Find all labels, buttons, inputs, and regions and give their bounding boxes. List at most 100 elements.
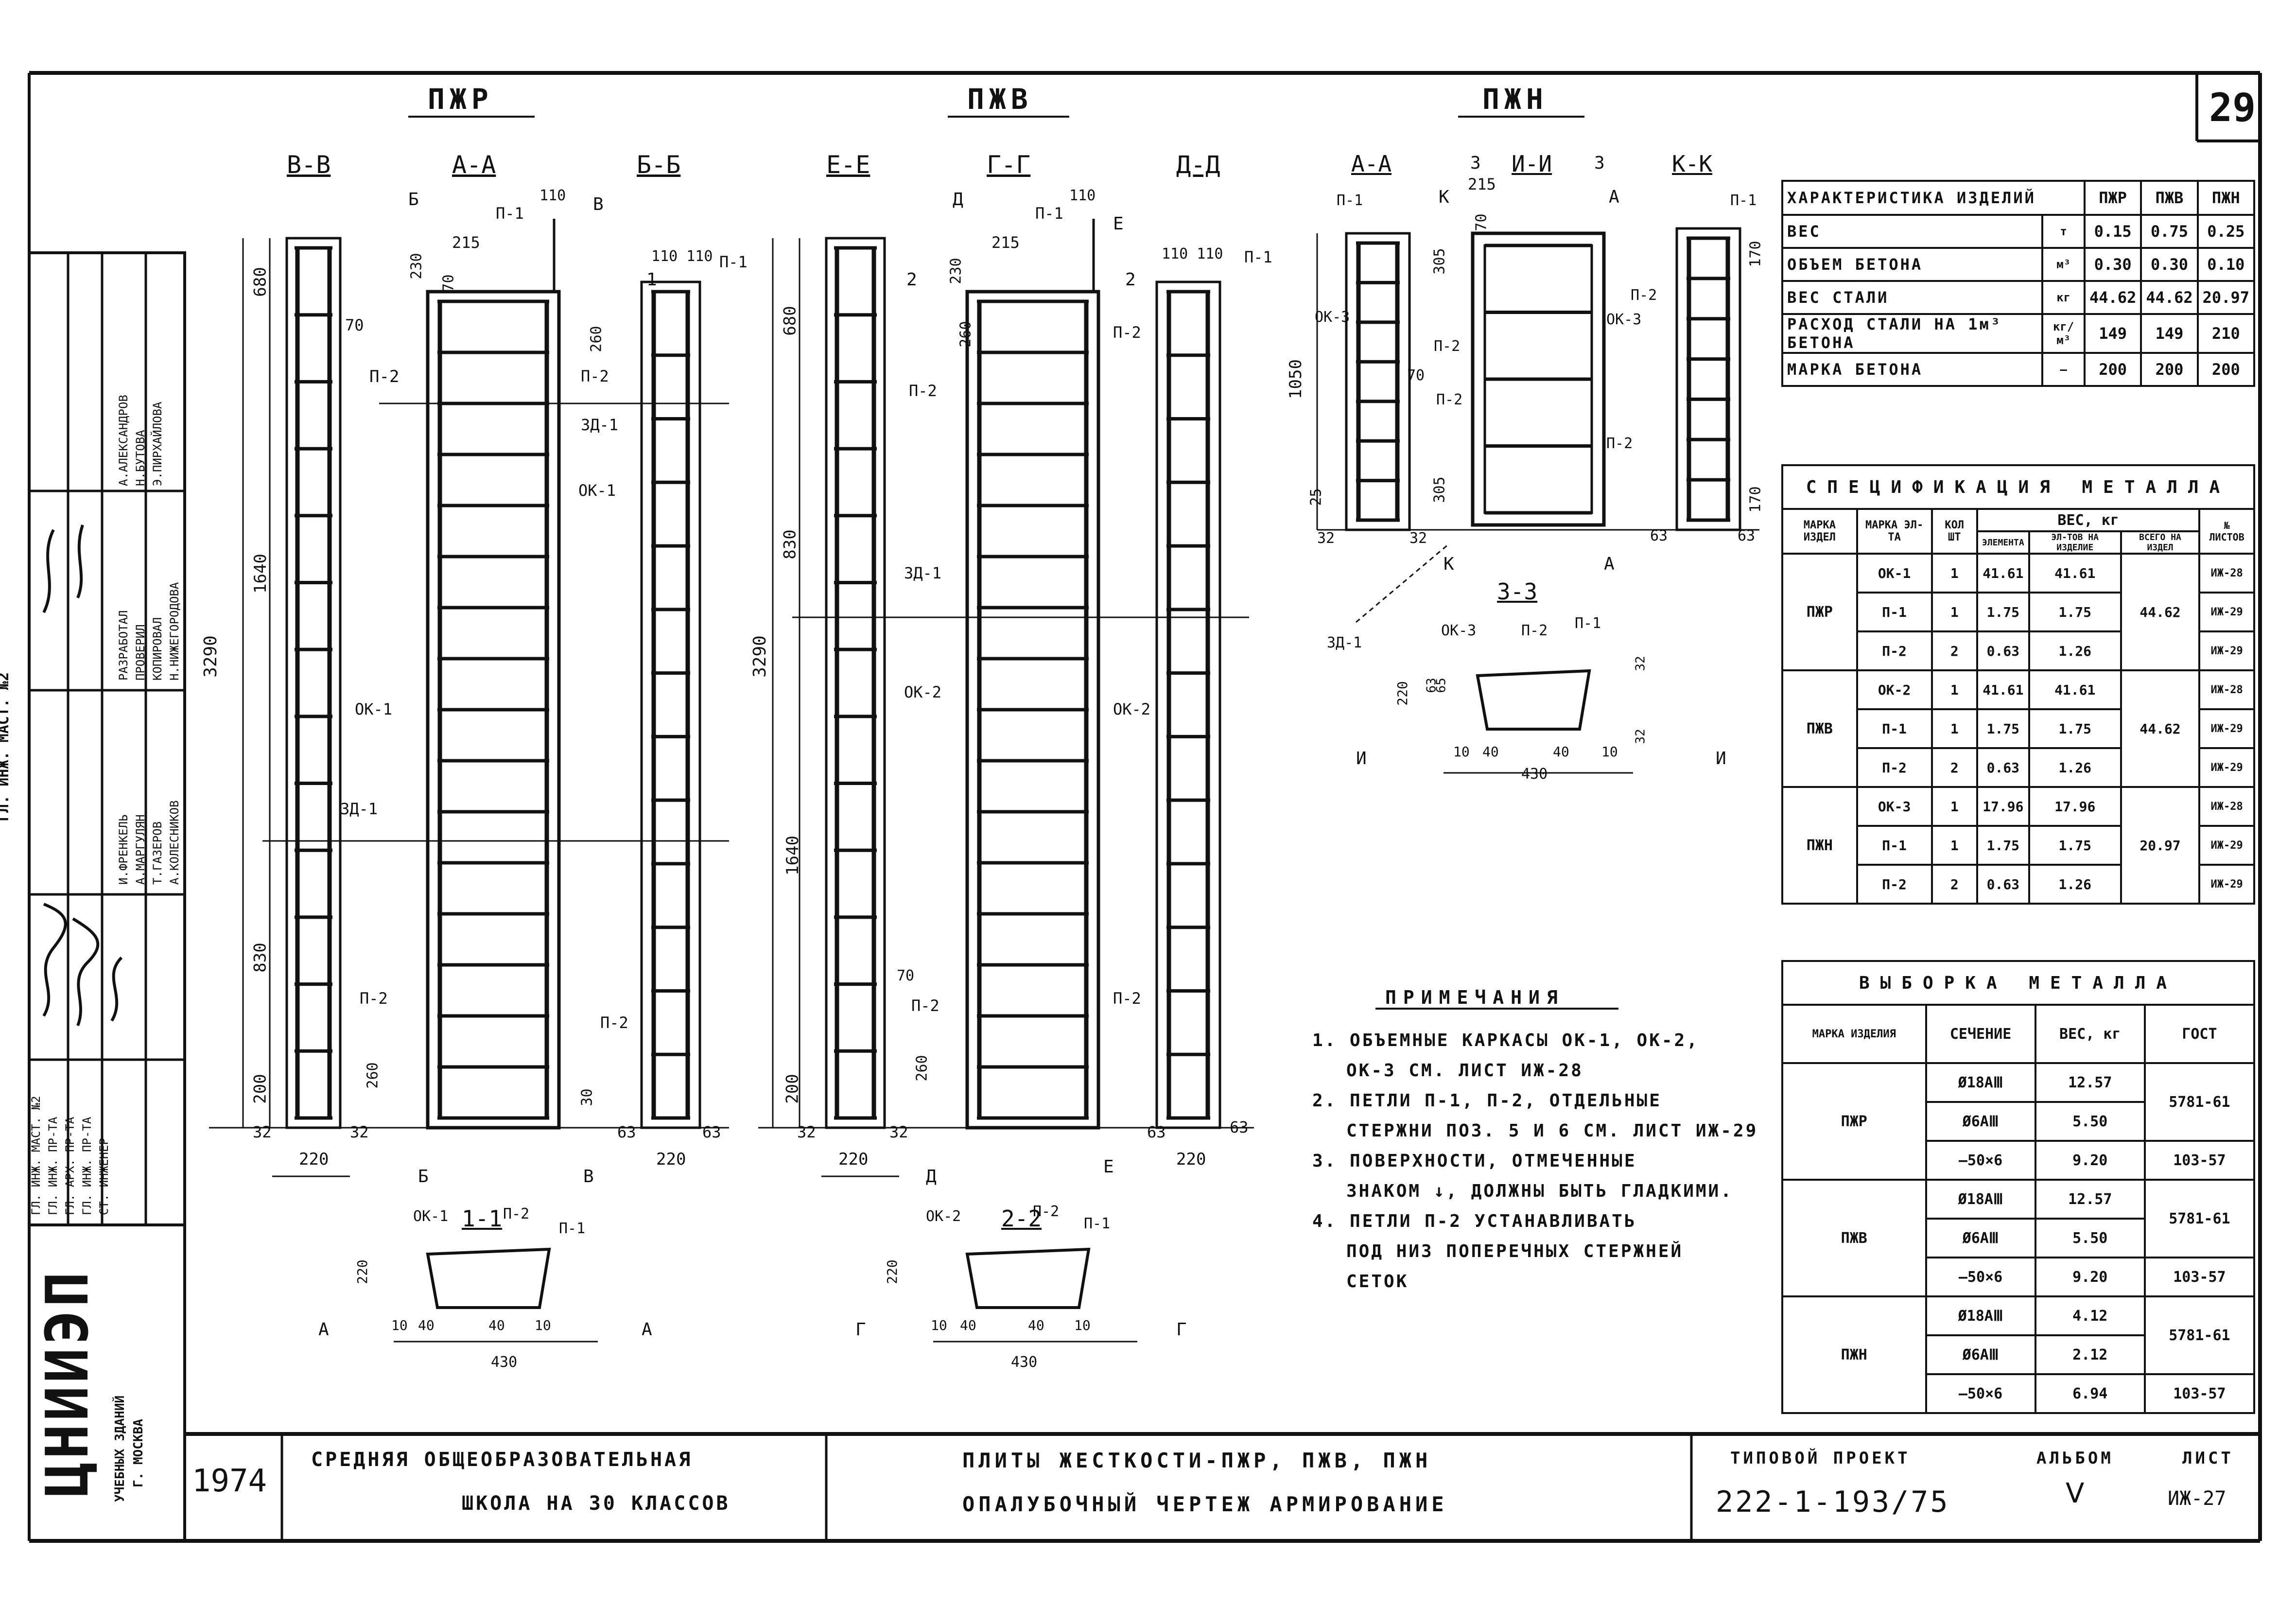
section-label-ii: И-И bbox=[1512, 151, 1552, 177]
note-3-line1: 3. ПОВЕРХНОСТИ, ОТМЕЧЕННЫЕ bbox=[1312, 1151, 1637, 1171]
spec-row-weight-all: 1.26 bbox=[2028, 747, 2122, 788]
callout-pzhv-zd1: ЗД-1 bbox=[904, 564, 942, 582]
sel-row-section: Ø6АⅢ bbox=[1925, 1218, 2036, 1258]
spec-row-weight-all: 41.61 bbox=[2028, 669, 2122, 710]
dim-33-40a: 40 bbox=[1482, 744, 1499, 760]
section-label-22: 2-2 bbox=[1001, 1205, 1042, 1232]
spec-row-weight-all: 1.26 bbox=[2028, 630, 2122, 671]
spec-row-weight-el: 1.75 bbox=[1976, 825, 2030, 866]
view-title-underlines bbox=[408, 116, 1618, 1010]
cut-mark-2-right: 2 bbox=[1125, 270, 1136, 290]
pzhr-section11-shape bbox=[426, 1247, 551, 1309]
note-2-line2: СТЕРЖНИ ПОЗ. 5 И 6 СМ. ЛИСТ ИЖ-29 bbox=[1346, 1121, 1758, 1141]
spec-row-qty: 1 bbox=[1931, 708, 1978, 749]
note-4-line1: 4. ПЕТЛИ П-2 УСТАНАВЛИВАТЬ bbox=[1312, 1211, 1637, 1231]
char-row-name: РАСХОД СТАЛИ НА 1м³ БЕТОНА bbox=[1781, 313, 2044, 354]
signature-icon-5 bbox=[76, 524, 84, 599]
dim-33-40b: 40 bbox=[1553, 744, 1569, 760]
callout-pzhr-ok1: ОК-1 bbox=[578, 481, 616, 500]
spec-row-total: 20.97 bbox=[2120, 786, 2201, 905]
dim-pzhn-70b: 70 bbox=[1407, 367, 1425, 384]
sel-row-weight: 12.57 bbox=[2034, 1179, 2146, 1220]
dim-22-10a: 10 bbox=[931, 1317, 947, 1333]
sel-row-gost-strip: 103-57 bbox=[2143, 1140, 2256, 1181]
note-1-line1: 1. ОБЪЕМНЫЕ КАРКАСЫ ОК-1, ОК-2, bbox=[1312, 1031, 1699, 1050]
spec-row-sheet: ИЖ-29 bbox=[2198, 864, 2255, 905]
sheet-number: 29 bbox=[2209, 85, 2256, 130]
title-album-label: АЛЬБОМ bbox=[2036, 1449, 2114, 1468]
char-header-pzhr: ПЖР bbox=[2083, 180, 2142, 216]
sel-row-item: ПЖР bbox=[1781, 1062, 1927, 1181]
char-row-unit: кг bbox=[2041, 280, 2086, 315]
spec-row-weight-el: 0.63 bbox=[1976, 747, 2030, 788]
dim-11-10b: 10 bbox=[535, 1317, 551, 1333]
cut-mark-e-bottom: Е bbox=[1103, 1157, 1114, 1177]
note-4-line2: ПОД НИЗ ПОПЕРЕЧНЫХ СТЕРЖНЕЙ bbox=[1346, 1241, 1684, 1261]
callout-pzhv-dd-ok2: ОК-2 bbox=[1113, 700, 1151, 718]
dim-pzhr-110c: 110 bbox=[651, 248, 678, 265]
pzhn-ii-outline bbox=[1471, 231, 1606, 527]
sel-row-section: Ø18АⅢ bbox=[1925, 1062, 2036, 1103]
char-row-value: 0.10 bbox=[2196, 247, 2256, 282]
cut-mark-3-right: 3 bbox=[1594, 153, 1605, 173]
title-pzhr: ПЖР bbox=[428, 83, 493, 116]
callout-22-p2: П-2 bbox=[1033, 1203, 1060, 1220]
spec-row-sheet: ИЖ-29 bbox=[2198, 630, 2255, 671]
metal-spec-table: СПЕЦИФИКАЦИЯ МЕТАЛЛА МАРКА ИЗДЕЛ МАРКА Э… bbox=[1781, 464, 2255, 905]
cut-mark-2-left: 2 bbox=[906, 270, 917, 290]
section-label-33: 3-3 bbox=[1497, 578, 1538, 605]
spec-row-item: ПЖВ bbox=[1781, 669, 1858, 788]
callout-pzhr-aa-p2: П-2 bbox=[581, 367, 609, 385]
spec-title: СПЕЦИФИКАЦИЯ МЕТАЛЛА bbox=[1781, 464, 2255, 510]
spec-row-weight-el: 1.75 bbox=[1976, 592, 2030, 632]
callout-pzhv-p1: П-1 bbox=[1035, 204, 1063, 223]
spec-row-weight-all: 1.75 bbox=[2028, 825, 2122, 866]
dim-pzhv-215: 215 bbox=[991, 233, 1020, 252]
callout-33-p1: П-1 bbox=[1575, 615, 1601, 632]
spec-row-qty: 2 bbox=[1931, 864, 1978, 905]
sel-row-gost-profile: 5781-61 bbox=[2143, 1179, 2256, 1258]
sel-h-gost: ГОСТ bbox=[2143, 1004, 2256, 1064]
metal-selection-table: ВЫБОРКА МЕТАЛЛА МАРКА ИЗДЕЛИЯ СЕЧЕНИЕ ВЕ… bbox=[1781, 960, 2256, 1414]
title-proj-no: 222-1-193/75 bbox=[1716, 1485, 1950, 1519]
sel-row-section: Ø6АⅢ bbox=[1925, 1334, 2036, 1375]
callout-pzhn-p1-left: П-1 bbox=[1337, 192, 1363, 209]
callout-pzhr-bb-p2-bottom: П-2 bbox=[600, 1013, 628, 1032]
dim-33-10a: 10 bbox=[1453, 744, 1470, 760]
dim-33-10b: 10 bbox=[1601, 744, 1618, 760]
callout-pzhv-ee-ok2: ОК-2 bbox=[904, 683, 942, 701]
signature-scribbles bbox=[42, 524, 123, 1027]
dim-11-40b: 40 bbox=[488, 1317, 505, 1333]
signature-icon-4 bbox=[42, 529, 55, 613]
sel-row-item: ПЖН bbox=[1781, 1295, 1927, 1414]
dim-pzhn-63a: 63 bbox=[1650, 527, 1668, 544]
callout-pzhn-p2-b: П-2 bbox=[1436, 391, 1463, 408]
callout-11-p2: П-2 bbox=[503, 1205, 530, 1223]
dim-pzhr-110-110: 110 110 bbox=[651, 248, 713, 265]
org-logo: ЦНИИЭП bbox=[34, 1269, 102, 1497]
spec-row-sheet: ИЖ-29 bbox=[2198, 592, 2255, 632]
callout-pzhr-vv-p2-bottom: П-2 bbox=[360, 989, 388, 1008]
spec-row-total: 44.62 bbox=[2120, 553, 2201, 671]
section-label-ee: Е-Е bbox=[826, 151, 870, 179]
char-header-pzhn: ПЖН bbox=[2196, 180, 2256, 216]
char-row-value: 0.15 bbox=[2083, 214, 2142, 249]
title-proj-label: ТИПОВОЙ ПРОЕКТ bbox=[1730, 1449, 1911, 1468]
dim-pzhr-70: 70 bbox=[345, 316, 364, 334]
dim-pzhr-32b: 32 bbox=[350, 1123, 369, 1141]
section-label-bb: Б-Б bbox=[637, 151, 681, 179]
char-row-value: 210 bbox=[2196, 313, 2256, 354]
dim-pzhv-63b: 63 bbox=[1230, 1118, 1249, 1136]
callout-pzhn-ok3-left: ОК-3 bbox=[1315, 309, 1350, 326]
spec-row-weight-all: 41.61 bbox=[2028, 553, 2122, 594]
